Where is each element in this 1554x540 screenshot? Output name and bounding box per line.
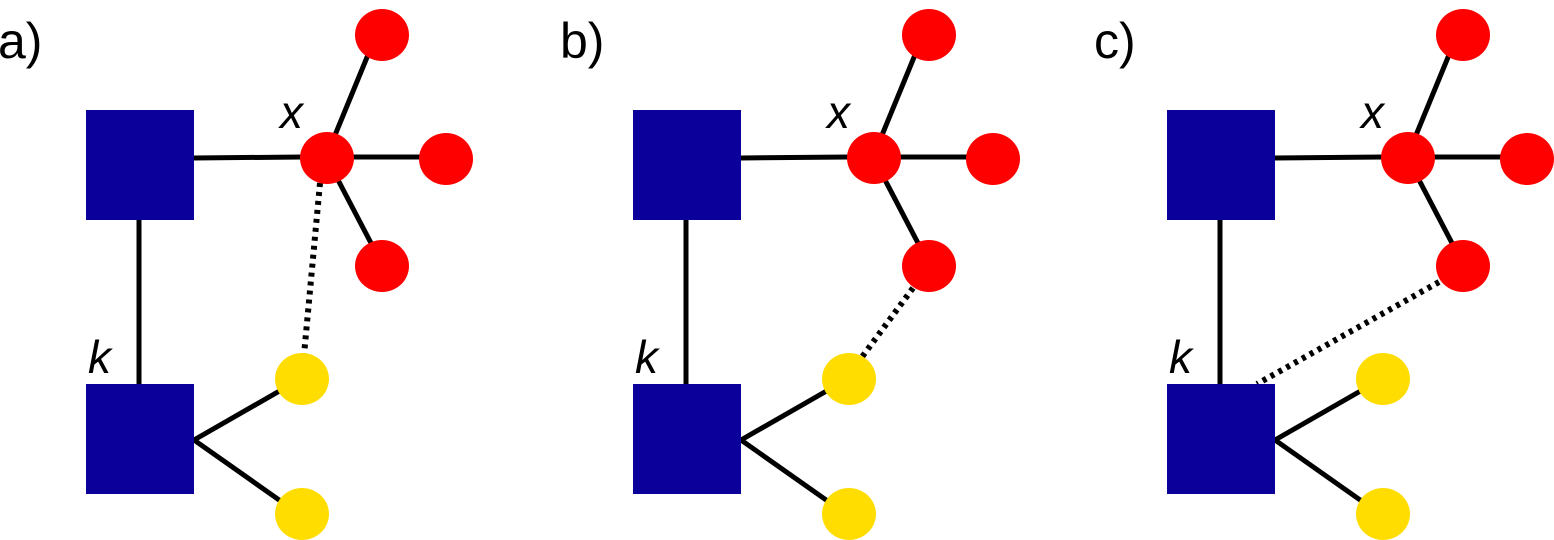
edge-k-to-yellow-bottom — [1273, 437, 1365, 505]
red-node-top — [1436, 9, 1490, 61]
panel-c-label: c) — [1094, 13, 1136, 69]
red-node-top — [355, 9, 409, 61]
node-label-x: x — [825, 86, 852, 138]
square-node-k — [1167, 384, 1275, 494]
square-node-top — [1167, 110, 1275, 220]
edge-x-to-red-bottom — [334, 176, 375, 247]
red-node-right — [1500, 133, 1554, 185]
red-node-x — [847, 132, 901, 184]
red-node-right — [966, 133, 1020, 185]
dotted-edge-red-bottom-to-k — [1255, 279, 1441, 387]
yellow-node-top — [275, 353, 329, 405]
edge-square-top-to-x — [740, 154, 850, 161]
panel-a-label: a) — [0, 13, 42, 69]
red-node-x — [300, 132, 354, 184]
edge-square-top-to-x — [1274, 154, 1384, 161]
edge-x-to-red-top — [877, 49, 920, 141]
node-label-k: k — [88, 331, 113, 383]
edge-k-to-yellow-bottom — [192, 437, 284, 505]
red-node-right — [419, 133, 473, 185]
edge-x-to-red-top — [330, 49, 373, 141]
yellow-node-bottom — [822, 488, 876, 540]
red-node-bottom — [355, 240, 409, 292]
square-node-k — [86, 384, 194, 494]
edge-square-top-to-x — [193, 154, 303, 161]
edge-x-to-red-bottom — [881, 176, 922, 247]
panel-a: a) x k — [0, 9, 473, 540]
yellow-node-bottom — [275, 488, 329, 540]
dotted-edge-red-bottom-to-yellow-top — [859, 286, 916, 359]
red-node-bottom — [1436, 240, 1490, 292]
edge-x-to-red-top — [1411, 49, 1454, 141]
node-label-x: x — [1359, 86, 1386, 138]
node-label-k: k — [635, 331, 660, 383]
panel-b: b) x k — [560, 9, 1020, 540]
yellow-node-top — [1356, 353, 1410, 405]
yellow-node-bottom — [1356, 488, 1410, 540]
edge-k-to-yellow-top — [192, 386, 285, 443]
panel-b-label: b) — [560, 13, 604, 69]
edge-k-to-yellow-top — [1273, 386, 1366, 443]
red-node-bottom — [902, 240, 956, 292]
yellow-node-top — [822, 353, 876, 405]
square-node-top — [86, 110, 194, 220]
edge-k-to-yellow-top — [739, 386, 832, 443]
node-label-k: k — [1169, 331, 1194, 383]
edge-k-to-yellow-bottom — [739, 437, 831, 505]
panel-c: c) x k — [1094, 9, 1554, 540]
edge-x-to-red-bottom — [1415, 176, 1456, 247]
red-node-x — [1381, 132, 1435, 184]
square-node-k — [633, 384, 741, 494]
red-node-top — [902, 9, 956, 61]
dotted-edge-x-to-yellow-top — [301, 182, 323, 356]
square-node-top — [633, 110, 741, 220]
node-label-x: x — [278, 86, 305, 138]
